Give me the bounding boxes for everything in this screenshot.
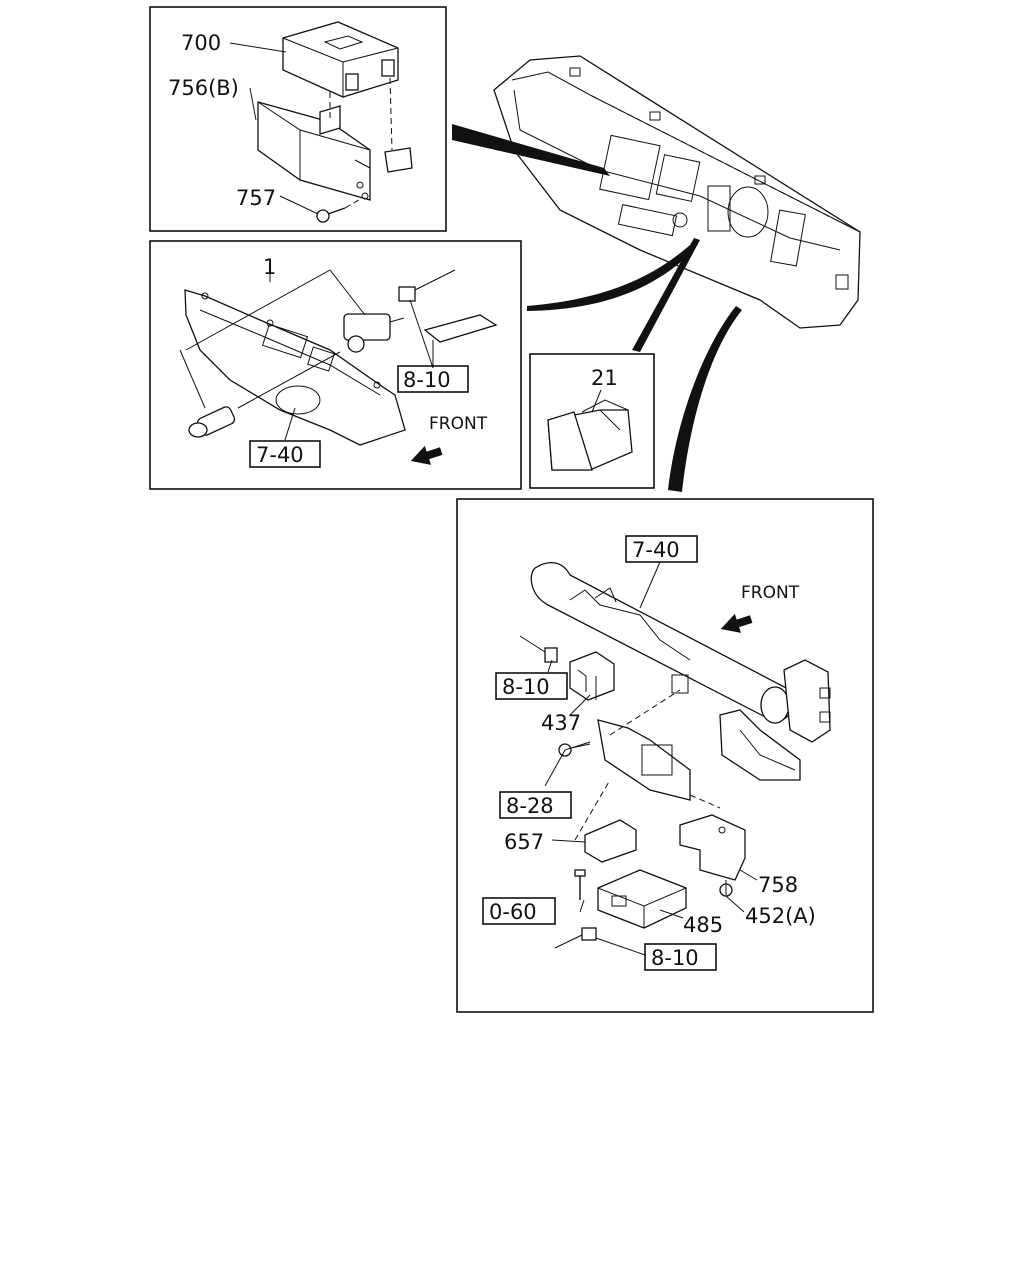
instrument-bezel xyxy=(184,289,406,446)
label-front-b: FRONT xyxy=(741,583,800,603)
label-ref-0-60: 0-60 xyxy=(489,900,537,924)
label-front-a: FRONT xyxy=(429,414,488,434)
label-ref-7-40-a: 7-40 xyxy=(256,443,304,467)
label-1: 1 xyxy=(263,255,276,279)
panel-frame xyxy=(456,498,874,1013)
panel-switch-21: 21 xyxy=(529,353,655,489)
relay-437 xyxy=(569,651,615,701)
bolt-0-60 xyxy=(574,869,586,900)
ref-box-7-40-b xyxy=(625,535,698,563)
front-arrow-a xyxy=(410,445,443,465)
connector-plug-top xyxy=(519,635,558,663)
insulation-pad xyxy=(423,314,498,343)
ref-box-8-10-a xyxy=(397,365,469,393)
knob-part xyxy=(188,406,236,438)
label-452a: 452(A) xyxy=(745,904,816,928)
front-arrow-b xyxy=(720,613,753,633)
panel-frame xyxy=(529,353,655,489)
bracket-657 xyxy=(584,819,637,863)
end-bracket xyxy=(719,659,831,781)
ref-box-8-28 xyxy=(499,791,572,819)
ref-box-0-60 xyxy=(482,897,556,925)
label-758: 758 xyxy=(758,873,798,897)
panel-cross-member: 7-40 FRONT 8-10 437 8-28 657 0-60 758 45… xyxy=(456,498,874,1013)
control-unit-700 xyxy=(282,21,399,98)
label-21: 21 xyxy=(591,366,618,390)
dashboard-assembly xyxy=(493,55,861,329)
ref-box-7-40-a xyxy=(249,440,321,468)
panel-switch-bezel: 1 8-10 7-40 FRONT xyxy=(149,240,522,490)
panel-control-unit: 700 756(B) 757 xyxy=(149,6,447,232)
panel-frame xyxy=(149,240,522,490)
label-485: 485 xyxy=(683,913,723,937)
screw-452a xyxy=(719,880,733,897)
label-ref-8-10-c: 8-10 xyxy=(651,946,699,970)
ref-box-8-10-c xyxy=(644,943,717,971)
screw-8-28 xyxy=(558,743,591,757)
connector-plug-bottom xyxy=(554,927,597,949)
connector-plug xyxy=(398,269,456,302)
label-ref-8-10-b: 8-10 xyxy=(502,675,550,699)
mounting-bracket xyxy=(574,674,721,841)
label-ref-8-28: 8-28 xyxy=(506,794,554,818)
bracket-756b xyxy=(257,101,413,201)
label-756b: 756(B) xyxy=(168,76,239,100)
bracket-758 xyxy=(679,814,746,881)
label-437: 437 xyxy=(541,711,581,735)
switch-21 xyxy=(547,399,633,471)
panel-frame xyxy=(149,6,447,232)
pointer-wedges xyxy=(452,124,742,492)
unit-485 xyxy=(597,869,687,929)
ref-box-8-10-b xyxy=(495,672,568,700)
rotary-switch-1 xyxy=(343,313,405,353)
label-657: 657 xyxy=(504,830,544,854)
screw-757 xyxy=(316,207,346,223)
label-ref-7-40-b: 7-40 xyxy=(632,538,680,562)
label-700: 700 xyxy=(181,31,221,55)
label-757: 757 xyxy=(236,186,276,210)
label-ref-8-10-a: 8-10 xyxy=(403,368,451,392)
